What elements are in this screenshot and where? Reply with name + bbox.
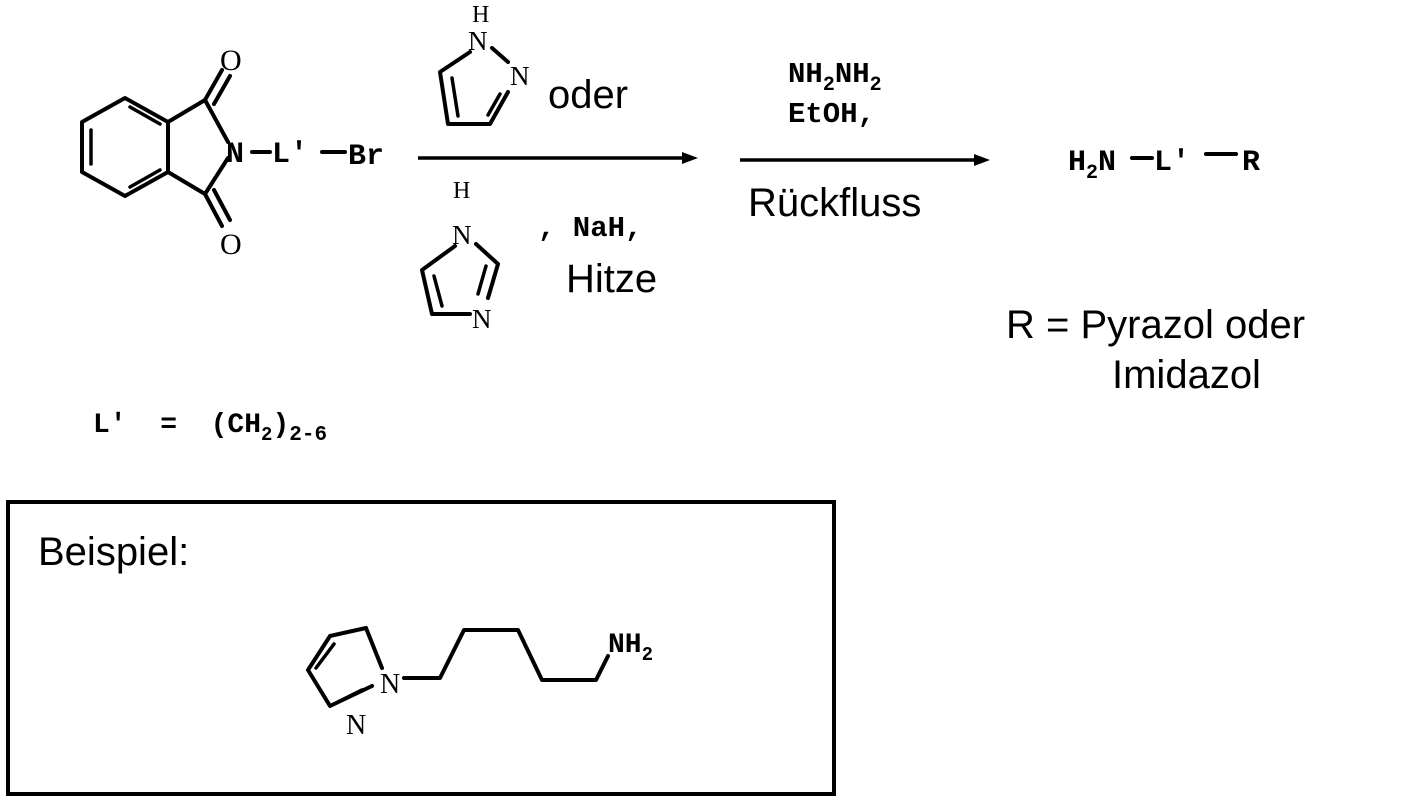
imidazole-ring-bonds	[422, 246, 470, 314]
example-ring-double-bond	[338, 690, 362, 702]
pyrazole-structure: H N N	[440, 2, 530, 124]
arrowhead-1	[682, 152, 698, 164]
imidazole-structure: H N N	[422, 178, 498, 334]
linker-definition: L' = (CH2)2-6	[93, 410, 327, 447]
or-label: oder	[548, 73, 628, 117]
pyrazole-ring-bonds	[440, 52, 508, 124]
pyrazole-h: H	[472, 2, 489, 28]
example-nh2: NH2	[608, 630, 653, 666]
bromine-label: Br	[348, 140, 384, 174]
r-definition-line2: Imidazol	[1112, 353, 1261, 397]
pyrazole-n2: N	[510, 61, 530, 91]
product: H2N L' R	[1068, 146, 1260, 185]
example-n2: N	[346, 710, 366, 741]
product-formula: H2N	[1068, 146, 1116, 185]
example-box: Beispiel: N N NH2	[8, 502, 834, 794]
oxygen-top: O	[220, 44, 242, 77]
step2: NH2NH2 EtOH, Rückfluss	[740, 58, 990, 225]
imidazole-double-bond	[434, 276, 442, 306]
imide-nitrogen: N	[226, 138, 244, 172]
base-label: , NaH,	[538, 212, 642, 245]
example-title: Beispiel:	[38, 530, 189, 574]
heat-label: Hitze	[566, 257, 657, 301]
imidazole-h: H	[453, 178, 470, 204]
imide-lower-bond	[168, 158, 228, 194]
imide-upper-bond	[168, 100, 228, 142]
example-butyl-chain	[404, 630, 608, 680]
step1: H N N oder H N N , NaH, Hitze	[418, 2, 698, 334]
reflux-label: Rückfluss	[748, 181, 921, 225]
arrowhead-2	[974, 154, 990, 166]
imidazole-double-bond	[478, 266, 486, 294]
pyrazole-nn-bond	[492, 48, 508, 62]
hydrazine-label: NH2NH2	[788, 58, 882, 97]
example-ring-bond	[366, 628, 382, 668]
imidazole-n3: N	[472, 304, 492, 334]
product-linker: L'	[1154, 146, 1190, 180]
r-definition-line1: R = Pyrazol oder	[1006, 303, 1305, 347]
product-r: R	[1242, 146, 1260, 180]
benzene-ring	[82, 98, 168, 196]
phthalimide-reactant: O O N L' Br	[82, 44, 384, 261]
pyrazole-double-bond	[452, 78, 458, 116]
example-n1: N	[380, 669, 400, 700]
oxygen-bottom: O	[220, 228, 242, 261]
solvent-label: EtOH,	[788, 98, 875, 131]
linker-label: L'	[272, 138, 308, 172]
